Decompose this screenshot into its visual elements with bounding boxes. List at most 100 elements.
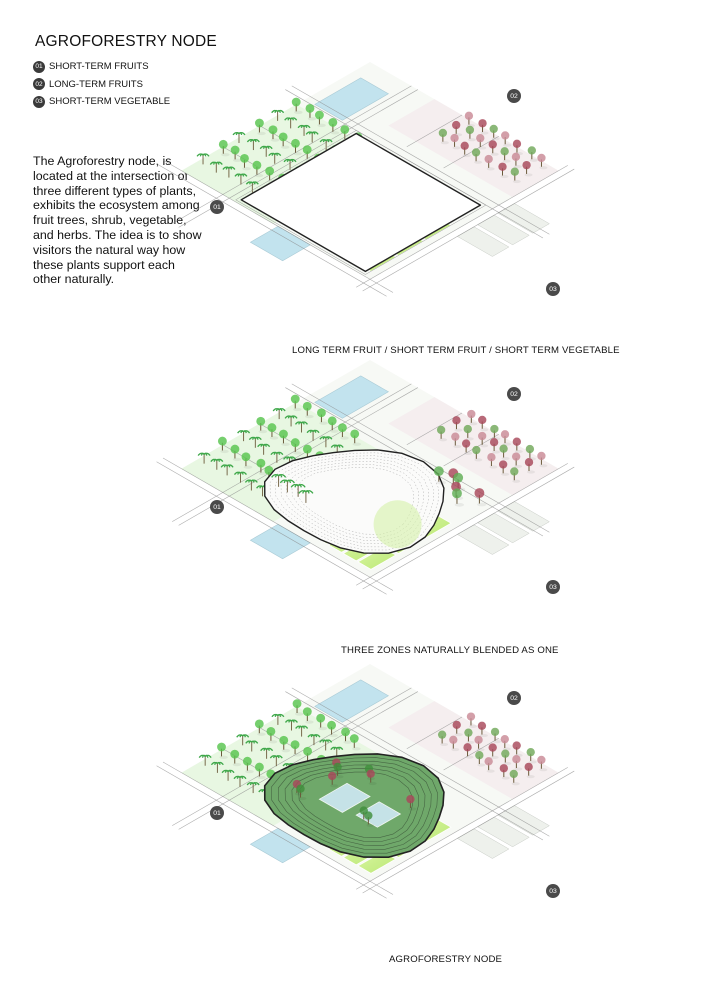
fruit-tree-shadow <box>232 457 242 462</box>
fruit-tree-shadow <box>270 138 280 142</box>
long-term-tree-canopy <box>501 749 510 758</box>
palm-frond <box>325 739 333 743</box>
legend-item-long-term-fruits: 02 LONG-TERM FRUITS <box>33 76 170 94</box>
node-tree-shadow <box>335 775 344 779</box>
long-term-tree-shadow <box>486 769 495 773</box>
long-term-tree-shadow <box>503 143 512 147</box>
road-line <box>356 463 568 586</box>
fruit-tree-shadow <box>232 762 242 767</box>
palm-frond <box>313 734 321 738</box>
diagram-panel-3: 01 02 03 <box>156 662 610 952</box>
fruit-tree-shadow <box>268 740 278 744</box>
long-term-tree-canopy <box>488 140 497 149</box>
long-term-tree-canopy <box>437 730 447 739</box>
long-term-fruit-trees <box>436 409 548 483</box>
contour-line <box>269 452 440 551</box>
long-term-tree-shadow <box>502 159 511 163</box>
fruit-tree-shadow <box>281 442 290 447</box>
fruit-tree-canopy <box>230 145 240 155</box>
long-term-tree-shadow <box>528 760 537 764</box>
road-line <box>162 761 394 895</box>
long-term-tree-shadow <box>529 158 538 162</box>
road-line <box>362 168 575 292</box>
palm-frond <box>240 173 248 177</box>
long-term-tree-canopy <box>488 743 497 752</box>
fruit-tree-shadow <box>330 429 339 433</box>
palm-frond <box>238 132 246 136</box>
long-term-tree-shadow <box>452 146 461 150</box>
fruit-tree-canopy <box>341 727 350 737</box>
long-term-tree-canopy <box>452 416 461 425</box>
palm-frond <box>216 458 224 463</box>
fruit-tree-canopy <box>316 713 326 723</box>
fruit-tree-canopy <box>291 138 300 148</box>
palm-frond <box>336 746 344 751</box>
zone-marker-03: 03 <box>546 580 560 594</box>
palm-frond <box>276 451 284 456</box>
long-term-tree-canopy <box>498 162 507 171</box>
fruit-tree-canopy <box>302 401 312 411</box>
zone-marker-02: 02 <box>507 89 521 103</box>
long-term-tree-shadow <box>512 179 521 184</box>
long-term-tree-shadow <box>486 167 495 171</box>
long-term-tree-shadow <box>539 464 548 468</box>
long-term-tree-canopy <box>452 720 461 730</box>
zone-marker-01: 01 <box>210 806 224 820</box>
blend-tree-shadow <box>477 502 487 507</box>
fruit-tree-shadow <box>254 173 264 178</box>
fruit-tree-shadow <box>352 747 361 751</box>
road-line <box>222 444 260 467</box>
long-term-tree-canopy <box>449 735 458 744</box>
fruit-tree-canopy <box>302 145 312 155</box>
fruit-tree-shadow <box>317 123 326 128</box>
fruit-tree-canopy <box>252 160 262 170</box>
fruit-tree-shadow <box>305 414 314 419</box>
fruit-tree-shadow <box>257 131 266 136</box>
diagram-panel-2: 01 02 03 <box>156 358 610 648</box>
road-line <box>362 466 575 590</box>
palm-frond <box>290 117 298 121</box>
panel-2-caption: THREE ZONES NATURALLY BLENDED AS ONE <box>341 645 559 656</box>
palm-frond <box>216 761 224 766</box>
fruit-tree-canopy <box>241 452 251 462</box>
long-term-tree-shadow <box>501 776 510 780</box>
long-term-tree-canopy <box>467 409 476 419</box>
node-tree-shadow <box>330 784 339 788</box>
long-term-tree-shadow <box>513 165 522 169</box>
long-term-tree-canopy <box>524 458 534 467</box>
legend-label: SHORT-TERM FRUITS <box>49 61 149 73</box>
blend-tree-canopy <box>453 472 464 483</box>
long-term-tree-shadow <box>501 456 510 461</box>
fruit-tree-canopy <box>278 132 288 142</box>
long-term-tree-shadow <box>514 464 523 469</box>
fruit-tree-shadow <box>219 755 228 760</box>
fruit-tree-shadow <box>281 748 291 753</box>
long-term-tree-canopy <box>452 120 461 130</box>
long-term-tree-shadow <box>490 152 499 156</box>
long-term-tree-canopy <box>510 167 519 176</box>
long-term-tree-canopy <box>527 146 536 155</box>
long-term-tree-canopy <box>450 133 459 143</box>
long-term-tree-shadow <box>440 141 449 145</box>
central-zone <box>235 130 487 275</box>
palm-frond <box>286 479 295 484</box>
fruit-tree-shadow <box>330 131 340 135</box>
fruit-tree-canopy <box>230 444 240 454</box>
long-term-tree-shadow <box>478 146 487 150</box>
long-term-tree-shadow <box>493 740 502 744</box>
palm-frond <box>278 473 287 478</box>
long-term-tree-shadow <box>451 747 460 752</box>
fruit-tree-shadow <box>220 449 229 454</box>
long-term-tree-shadow <box>467 138 476 142</box>
long-term-tree-shadow <box>453 444 462 449</box>
palm-frond <box>312 429 320 434</box>
blend-tree-shadow <box>454 502 465 507</box>
long-term-tree-canopy <box>478 119 487 128</box>
palm-frond <box>301 421 308 425</box>
long-term-tree-shadow <box>466 740 475 745</box>
palm-frond <box>325 436 333 440</box>
fruit-tree-canopy <box>240 153 249 163</box>
long-term-tree-shadow <box>480 428 489 432</box>
fruit-tree-canopy <box>290 740 300 750</box>
canopy-structure-line <box>271 757 438 854</box>
